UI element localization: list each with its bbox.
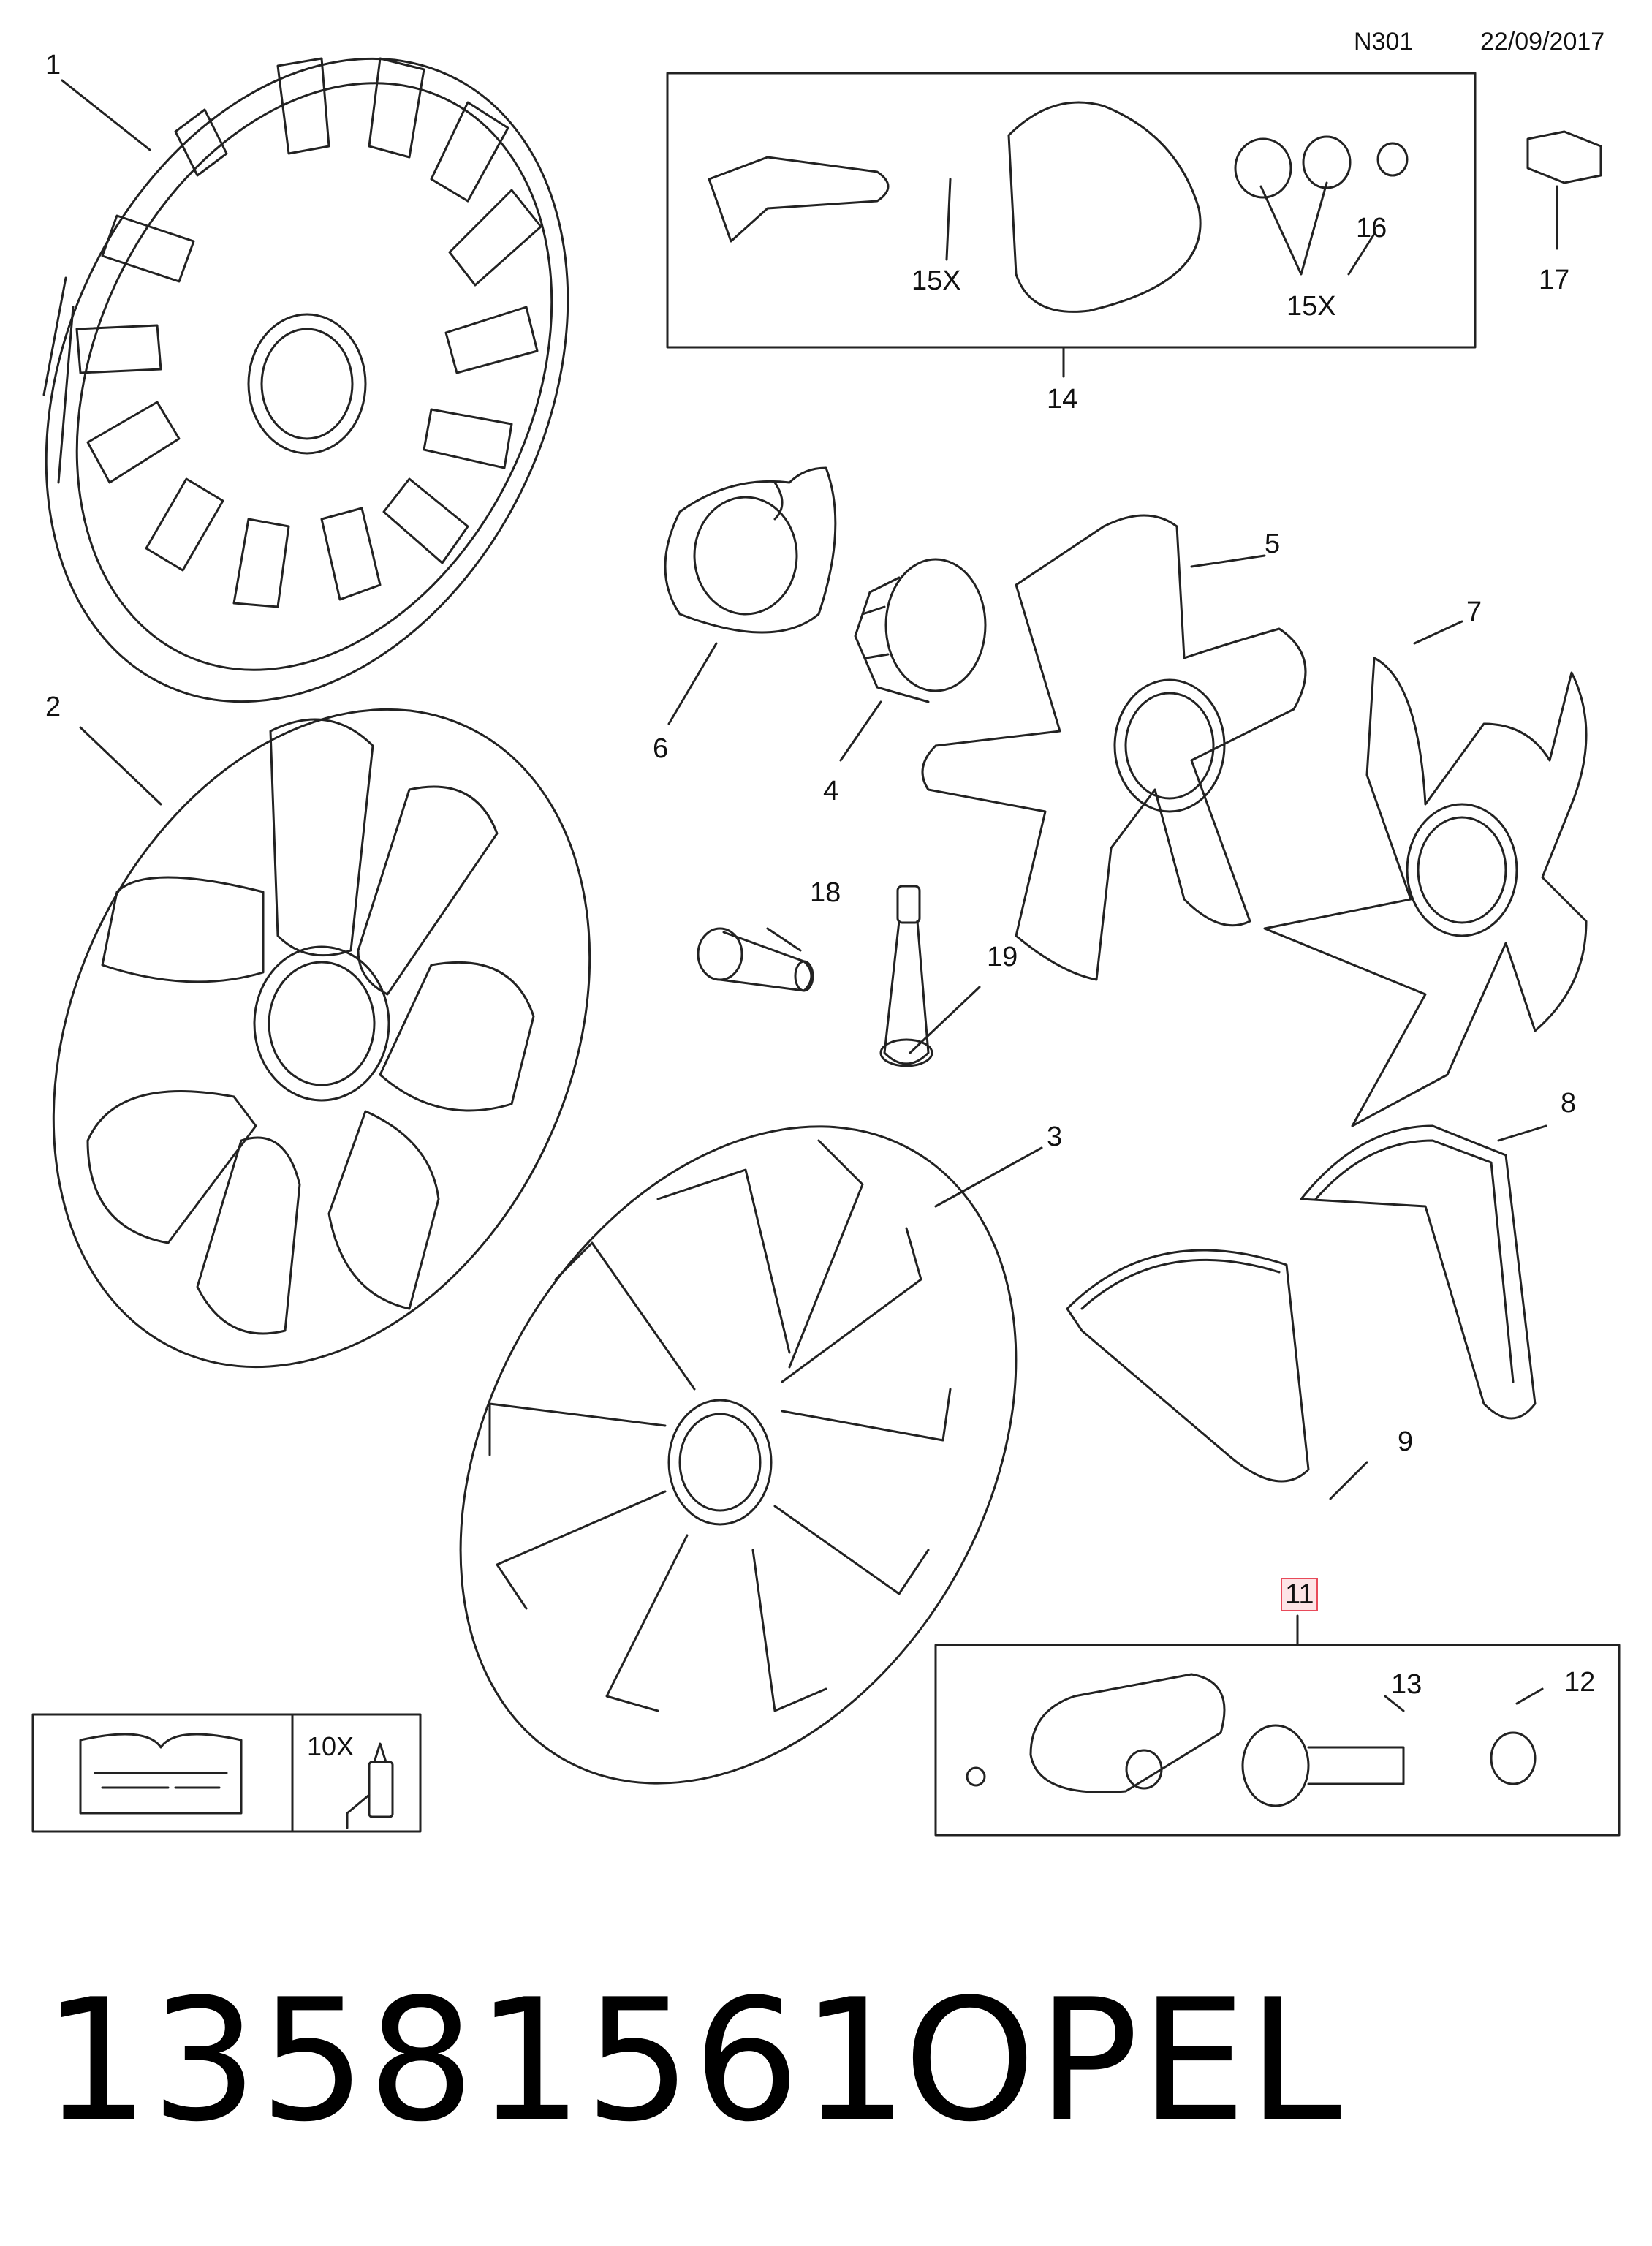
wheel-cover-3 [459,1125,1018,1785]
wheel-cover-2 [52,708,591,1369]
trim-piece-9 [1066,1249,1310,1483]
star-insert-7 [1263,657,1588,1127]
callout-19: 19 [987,942,1018,972]
callout-16: 16 [1356,213,1387,243]
wheel-cover-1 [42,57,569,703]
trim-piece-8 [1300,1124,1537,1420]
callout-8: 8 [1561,1088,1577,1119]
callout-7: 7 [1466,597,1482,627]
valve-18 [697,927,814,992]
brand-name: OPEL [903,1964,1344,2159]
exploded-parts-diagram [31,57,1621,1837]
callout-9: 9 [1398,1426,1414,1457]
callout-15x-right: 15X [1287,291,1336,322]
callout-1: 1 [45,50,61,80]
valve-19 [879,885,933,1067]
callout-5: 5 [1265,529,1281,559]
callout-15x-left: 15X [912,265,961,296]
center-cap-4 [854,558,987,703]
tpms-sensor-assembly-11 [966,1673,1537,1807]
star-insert-5 [921,514,1307,981]
center-cap-6 [664,466,837,634]
diagram-code: N301 [1354,28,1414,56]
adhesive-bottle-icon [346,1742,394,1829]
callout-13: 13 [1391,1669,1422,1700]
callout-2: 2 [45,692,61,722]
callout-14: 14 [1047,384,1078,415]
callout-17: 17 [1539,265,1570,295]
tpms-kit-box-11 [934,1644,1621,1837]
callout-18: 18 [810,877,841,908]
quantity-label: 10X [307,1731,355,1761]
callout-4: 4 [823,776,839,806]
callout-12: 12 [1564,1667,1596,1698]
tpms-kit-box-14 [666,72,1477,349]
reference-box [31,1713,422,1833]
callout-11: 11 [1281,1578,1319,1611]
callout-3: 3 [1047,1122,1063,1152]
callout-6: 6 [653,733,669,764]
tpms-sensor-assembly-14 [708,101,1602,313]
part-number: 13581561 [42,1964,910,2159]
diagram-date: 22/09/2017 [1480,28,1605,56]
repair-manual-icon [79,1733,243,1815]
